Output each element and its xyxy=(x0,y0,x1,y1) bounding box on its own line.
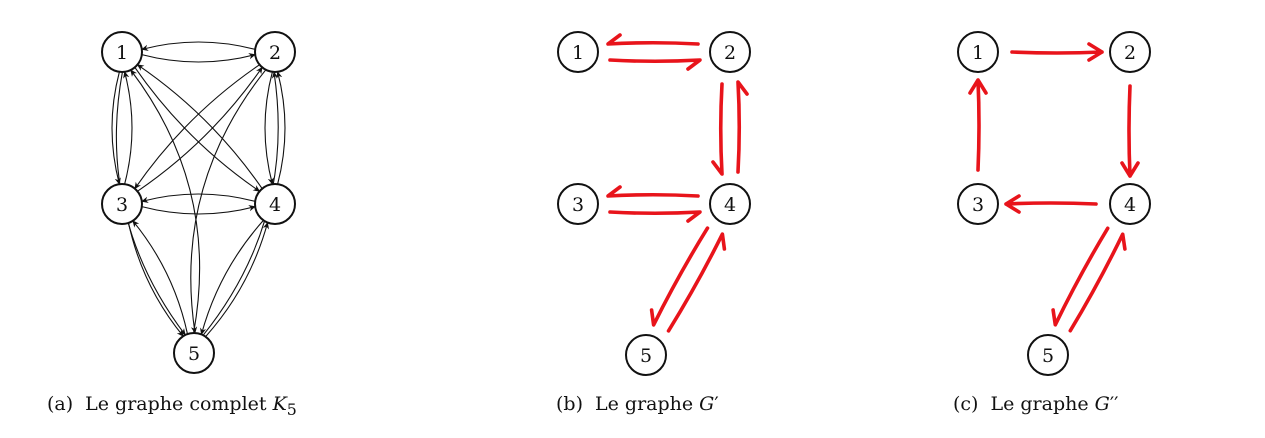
caption-c-tag: (c) xyxy=(953,393,979,415)
node-c-3-label: 3 xyxy=(972,194,984,216)
node-b-2: 2 xyxy=(709,31,751,73)
edge-c-3-to-1 xyxy=(968,78,988,172)
node-c-3: 3 xyxy=(957,183,999,225)
node-a-3-circle xyxy=(101,183,143,225)
caption-a-text: Le graphe complet xyxy=(85,393,267,415)
edge-c-5-to-4 xyxy=(1068,232,1127,333)
edge-c-1-to-2 xyxy=(1010,42,1104,62)
edge-a-4-to-3 xyxy=(141,193,256,203)
node-c-2-label: 2 xyxy=(1124,42,1136,64)
caption-c-prime: ′′ xyxy=(1109,393,1119,415)
node-a-2-label: 2 xyxy=(269,42,281,64)
node-c-5-circle xyxy=(1027,334,1069,376)
edge-a-2-to-1 xyxy=(141,41,256,51)
node-a-4-circle xyxy=(254,183,296,225)
edge-a-1-to-4 xyxy=(134,66,261,192)
edge-b-4-to-5 xyxy=(649,226,710,327)
node-a-1-circle xyxy=(101,31,143,73)
node-a-2: 2 xyxy=(254,31,296,73)
node-c-4-label: 4 xyxy=(1124,194,1136,216)
edge-a-4-to-5 xyxy=(200,219,264,336)
edge-b-1-to-2 xyxy=(608,58,702,71)
caption-c-text: Le graphe xyxy=(990,393,1089,415)
caption-b: (b) Le graphe G′ xyxy=(556,393,719,415)
edge-b-4-to-2 xyxy=(736,80,749,174)
node-c-5: 5 xyxy=(1027,334,1069,376)
node-b-4-label: 4 xyxy=(724,194,736,216)
node-a-4-label: 4 xyxy=(269,194,281,216)
node-c-2-circle xyxy=(1109,31,1151,73)
node-b-5: 5 xyxy=(625,334,667,376)
nodes-layer: 1 2 3 4 5 1 2 3 4 5 1 2 3 4 5 xyxy=(101,31,1151,376)
caption-b-prime: ′ xyxy=(714,393,719,415)
node-b-5-label: 5 xyxy=(640,345,652,367)
node-c-1-label: 1 xyxy=(972,42,984,64)
edge-a-2-to-3 xyxy=(134,64,260,190)
caption-a-sub: 5 xyxy=(286,399,297,419)
caption-c-math: G xyxy=(1094,393,1110,415)
edge-c-4-to-3 xyxy=(1004,194,1098,214)
node-a-3-label: 3 xyxy=(116,194,128,216)
caption-a-tag: (a) xyxy=(47,393,74,415)
edge-a-3-to-5 xyxy=(127,222,184,337)
edge-a-4-to-1 xyxy=(136,64,263,190)
caption-b-tag: (b) xyxy=(556,393,583,415)
node-a-1: 1 xyxy=(101,31,143,73)
node-c-2: 2 xyxy=(1109,31,1151,73)
node-b-5-circle xyxy=(625,334,667,376)
edge-a-3-to-4 xyxy=(141,205,256,215)
node-b-1: 1 xyxy=(557,31,599,73)
node-b-3: 3 xyxy=(557,183,599,225)
node-c-4-circle xyxy=(1109,183,1151,225)
node-b-1-label: 1 xyxy=(572,42,584,64)
node-a-5-label: 5 xyxy=(188,343,200,365)
caption-b-math: G xyxy=(699,393,715,415)
node-b-1-circle xyxy=(557,31,599,73)
node-b-2-circle xyxy=(709,31,751,73)
node-b-3-circle xyxy=(557,183,599,225)
edge-a-4-to-2 xyxy=(276,71,286,185)
edge-b-3-to-4 xyxy=(608,210,702,223)
node-c-1: 1 xyxy=(957,31,999,73)
edge-a-1-to-3 xyxy=(111,71,121,185)
caption-a: (a) Le graphe complet K5 xyxy=(47,393,297,419)
edge-c-4-to-5 xyxy=(1051,226,1110,327)
node-a-4: 4 xyxy=(254,183,296,225)
node-c-1-circle xyxy=(957,31,999,73)
caption-c: (c) Le graphe G′′ xyxy=(953,393,1118,415)
node-a-2-circle xyxy=(254,31,296,73)
node-b-4: 4 xyxy=(709,183,751,225)
edge-a-5-to-4 xyxy=(205,221,269,338)
edge-b-2-to-1 xyxy=(606,33,700,46)
edge-a-3-to-1 xyxy=(123,71,133,185)
node-a-5-circle xyxy=(173,332,215,374)
edge-b-2-to-4 xyxy=(711,82,724,176)
node-a-1-label: 1 xyxy=(116,42,128,64)
caption-a-math: K xyxy=(272,393,287,415)
edge-b-5-to-4 xyxy=(666,232,727,333)
node-c-3-circle xyxy=(957,183,999,225)
node-a-3: 3 xyxy=(101,183,143,225)
node-c-4: 4 xyxy=(1109,183,1151,225)
edge-c-2-to-4 xyxy=(1120,84,1140,178)
node-b-2-label: 2 xyxy=(724,42,736,64)
node-b-3-label: 3 xyxy=(572,194,584,216)
node-c-5-label: 5 xyxy=(1042,345,1054,367)
caption-b-text: Le graphe xyxy=(595,393,694,415)
edge-a-2-to-4 xyxy=(264,71,274,185)
node-a-5: 5 xyxy=(173,332,215,374)
node-b-4-circle xyxy=(709,183,751,225)
edge-a-5-to-3 xyxy=(132,220,189,335)
edge-a-3-to-2 xyxy=(137,66,263,192)
edge-b-4-to-3 xyxy=(606,185,700,198)
edge-a-1-to-2 xyxy=(141,53,256,63)
